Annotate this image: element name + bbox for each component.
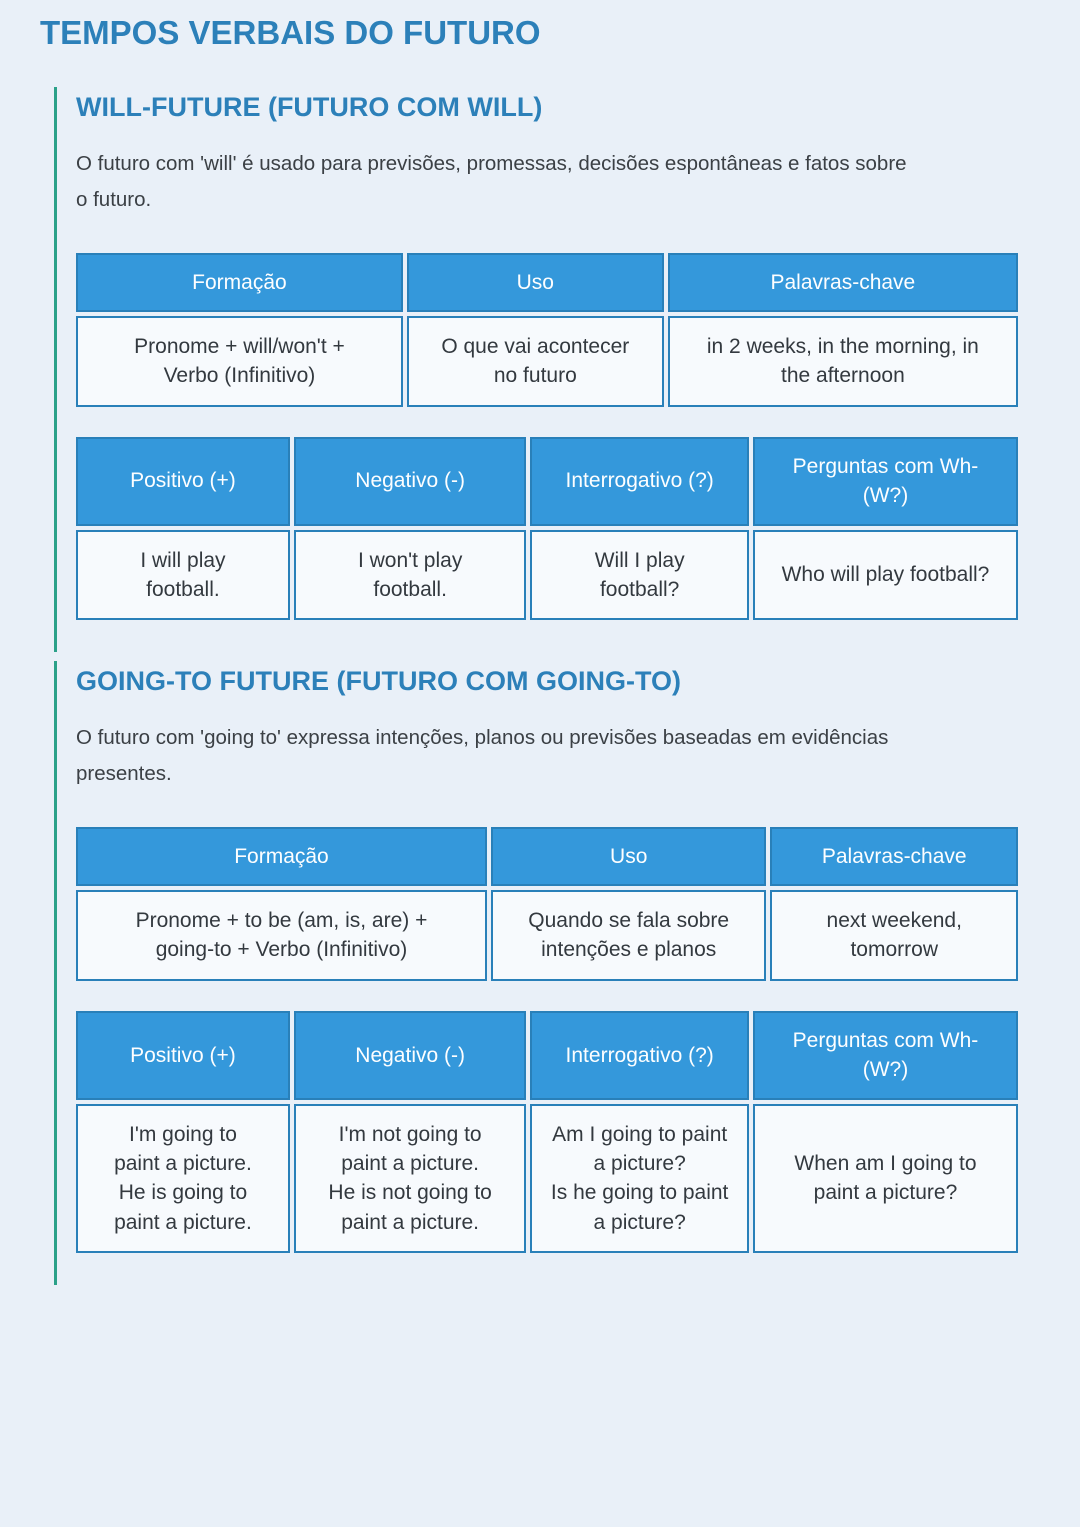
going-to-forms-table: Positivo (+) Negativo (-) Interrogativo … <box>72 1007 1022 1257</box>
header-cell-formacao: Formação <box>76 252 403 312</box>
will-forms-table: Positivo (+) Negativo (-) Interrogativo … <box>72 433 1022 625</box>
header-cell-perguntas-wh: Perguntas com Wh- (W?) <box>752 436 1018 526</box>
header-cell-interrogativo: Interrogativo (?) <box>530 436 749 526</box>
table-header-row: Formação Uso Palavras-chave <box>76 252 1018 312</box>
body-cell-perguntas-wh: Who will play football? <box>752 529 1018 621</box>
header-cell-positivo: Positivo (+) <box>76 436 290 526</box>
body-cell-interrogativo: Am I going to paint a picture? Is he goi… <box>530 1103 749 1254</box>
body-cell-perguntas-wh: When am I going to paint a picture? <box>752 1103 1018 1254</box>
table-row: I will play football. I won't play footb… <box>76 529 1018 621</box>
body-cell-palavras-chave: next weekend, tomorrow <box>770 890 1018 981</box>
section-intro: O futuro com 'will' é usado para previsõ… <box>76 151 907 212</box>
page-title: TEMPOS VERBAIS DO FUTURO <box>40 14 541 51</box>
header-cell-negativo: Negativo (-) <box>293 1010 527 1100</box>
section-going-to-future: GOING-TO FUTURE (FUTURO COM GOING-TO) O … <box>54 661 1018 1286</box>
table-row: Pronome + will/won't + Verbo (Infinitivo… <box>76 316 1018 407</box>
body-cell-negativo: I'm not going to paint a picture. He is … <box>293 1103 527 1254</box>
header-cell-positivo: Positivo (+) <box>76 1010 290 1100</box>
going-to-formation-table: Formação Uso Palavras-chave Pronome + to… <box>72 823 1022 985</box>
section-heading: GOING-TO FUTURE (FUTURO COM GOING-TO) <box>76 666 681 697</box>
header-cell-negativo: Negativo (-) <box>293 436 527 526</box>
section-intro: O futuro com 'going to' expressa intençõ… <box>76 725 889 786</box>
header-cell-uso: Uso <box>490 826 767 887</box>
body-cell-uso: Quando se fala sobre intenções e planos <box>490 890 767 981</box>
header-cell-formacao: Formação <box>76 826 487 887</box>
table-header-row: Positivo (+) Negativo (-) Interrogativo … <box>76 1010 1018 1100</box>
body-cell-palavras-chave: in 2 weeks, in the morning, in the after… <box>667 316 1018 407</box>
table-row: I'm going to paint a picture. He is goin… <box>76 1103 1018 1254</box>
header-cell-palavras-chave: Palavras-chave <box>770 826 1018 887</box>
body-cell-positivo: I'm going to paint a picture. He is goin… <box>76 1103 290 1254</box>
body-cell-positivo: I will play football. <box>76 529 290 621</box>
body-cell-formacao: Pronome + will/won't + Verbo (Infinitivo… <box>76 316 403 407</box>
will-formation-table: Formação Uso Palavras-chave Pronome + wi… <box>72 249 1022 411</box>
header-cell-interrogativo: Interrogativo (?) <box>530 1010 749 1100</box>
header-cell-perguntas-wh: Perguntas com Wh- (W?) <box>752 1010 1018 1100</box>
section-heading: WILL-FUTURE (FUTURO COM WILL) <box>76 92 543 123</box>
table-row: Pronome + to be (am, is, are) + going-to… <box>76 890 1018 981</box>
section-will-future: WILL-FUTURE (FUTURO COM WILL) O futuro c… <box>54 87 1018 653</box>
body-cell-formacao: Pronome + to be (am, is, are) + going-to… <box>76 890 487 981</box>
body-cell-uso: O que vai acontecer no futuro <box>406 316 664 407</box>
table-header-row: Formação Uso Palavras-chave <box>76 826 1018 887</box>
header-cell-uso: Uso <box>406 252 664 312</box>
body-cell-interrogativo: Will I play football? <box>530 529 749 621</box>
header-cell-palavras-chave: Palavras-chave <box>667 252 1018 312</box>
table-header-row: Positivo (+) Negativo (-) Interrogativo … <box>76 436 1018 526</box>
body-cell-negativo: I won't play football. <box>293 529 527 621</box>
